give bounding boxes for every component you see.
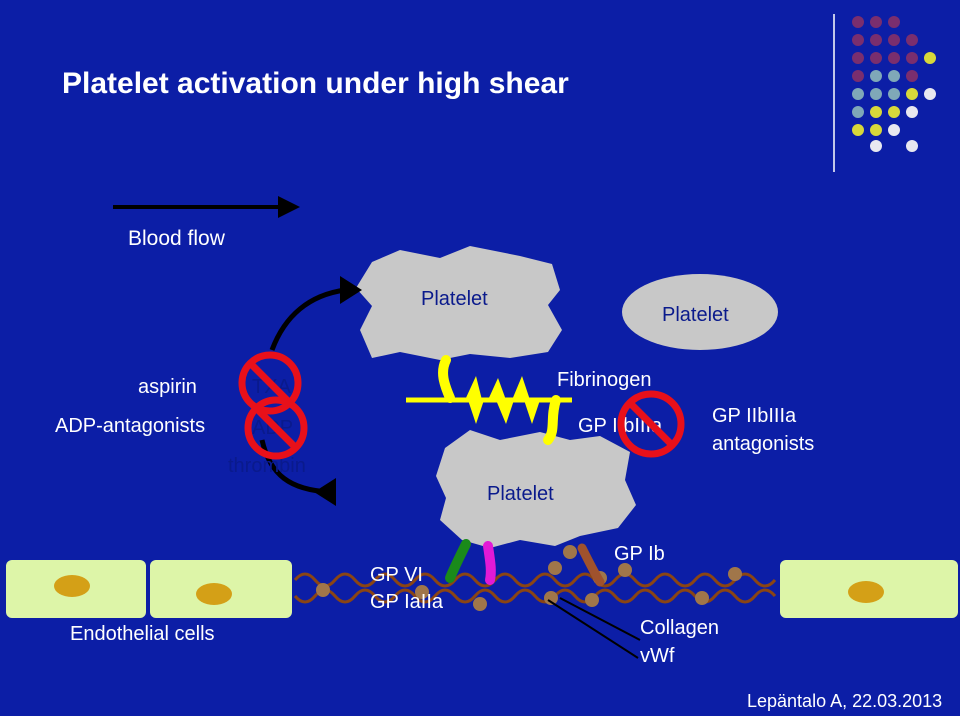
inhibit-txa-icon bbox=[238, 351, 302, 415]
decorative-dot-grid bbox=[833, 14, 936, 172]
gp-iaiia-receptor bbox=[483, 541, 496, 585]
gp-ib-label: GP Ib bbox=[614, 543, 665, 565]
adp-antagonists-label: ADP-antagonists bbox=[55, 415, 205, 437]
vwf-pointer-line bbox=[559, 597, 641, 641]
gp-iaiia-label: GP IaIIa bbox=[370, 591, 444, 613]
platelet-top-shape bbox=[356, 246, 562, 360]
gp-vi-receptor bbox=[445, 539, 471, 583]
blood-flow-arrow bbox=[113, 196, 300, 218]
endothelial-cell-3 bbox=[780, 560, 958, 618]
fibrinogen-label: Fibrinogen bbox=[557, 369, 652, 391]
slide-title: Platelet activation under high shear bbox=[62, 67, 569, 100]
gp-ib-receptor bbox=[577, 543, 605, 587]
citation: Lepäntalo A, 22.03.2013 bbox=[747, 691, 942, 711]
gp2b3a-antagonists-line1: GP IIbIIIa bbox=[712, 405, 797, 427]
platelet-top-label: Platelet bbox=[421, 288, 488, 310]
vwf-label: vWf bbox=[640, 645, 675, 667]
collagen-fibers bbox=[293, 572, 777, 604]
fibrinogen-bridge bbox=[406, 376, 572, 424]
platelet-right-shape bbox=[622, 274, 778, 350]
platelet-bottom-label: Platelet bbox=[487, 483, 554, 505]
gp-vi-label: GP VI bbox=[370, 564, 423, 586]
inhibit-gp2b3a-icon bbox=[617, 390, 685, 458]
gp2b3a-receptor-bottom bbox=[543, 395, 561, 445]
endothelial-label: Endothelial cells bbox=[70, 623, 215, 645]
platelet-bottom-shape bbox=[436, 430, 636, 548]
inhibit-adp-icon bbox=[244, 396, 308, 460]
endothelial-cell-2 bbox=[150, 560, 292, 618]
blood-flow-label: Blood flow bbox=[128, 227, 226, 250]
gp2b3a-antagonists-line2: antagonists bbox=[712, 433, 814, 455]
gp2b3a-receptor-top bbox=[438, 355, 455, 403]
collagen-pointer-line bbox=[547, 599, 639, 659]
endothelial-cell-1 bbox=[6, 560, 146, 618]
platelet-right-label: Platelet bbox=[662, 304, 729, 326]
aspirin-label: aspirin bbox=[138, 376, 197, 398]
collagen-label: Collagen bbox=[640, 617, 719, 639]
feedback-arrow bbox=[259, 276, 362, 506]
thrombin-label: thrombin bbox=[228, 455, 306, 477]
